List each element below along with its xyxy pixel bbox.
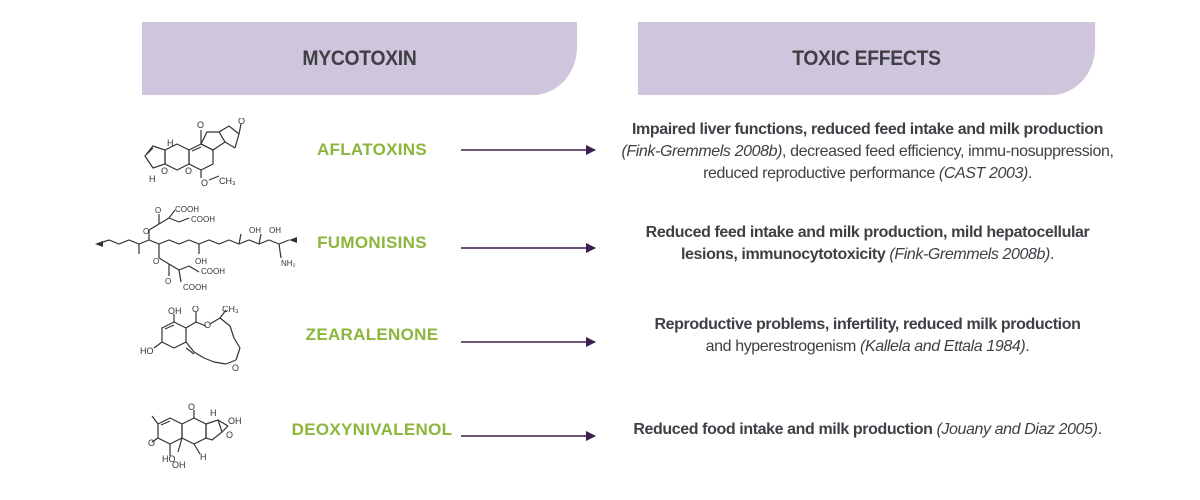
fumonisins-effect-bold: Reduced feed intake and milk production,… — [645, 224, 1090, 263]
deoxynivalenol-atom-h2: H — [200, 452, 207, 462]
deoxynivalenol-atom-oh1: OH — [228, 416, 242, 426]
zearalenone-name: ZEARALENONE — [305, 325, 439, 344]
fumonisin-atom-cooh1: COOH — [175, 205, 199, 214]
fumonisin-atom-cooh2: COOH — [191, 215, 215, 224]
zearalenone-structure-icon: OH O O CH₃ HO O — [140, 306, 241, 373]
zearalenone-atom-oh: OH — [168, 306, 182, 316]
zearalenone-effect-cite: (Kallela and Ettala 1984) — [860, 338, 1026, 355]
mycotoxin-header-label: MYCOTOXIN — [302, 46, 417, 70]
fumonisins-effect-tail: . — [1049, 246, 1054, 263]
deoxynivalenol-effect-cite: (Jouany and Diaz 2005) — [936, 421, 1098, 438]
deoxynivalenol-atom-ho: HO — [162, 454, 176, 464]
aflatoxin-atom-o4: O — [185, 166, 192, 176]
fumonisin-atom-o4: O — [165, 277, 171, 286]
aflatoxins-effect-cite-2: (CAST 2003) — [938, 165, 1028, 182]
fumonisin-atom-nh2: NH₂ — [281, 259, 296, 268]
fumonisin-atom-o2: O — [143, 227, 149, 236]
zearalenone-atom-ho: HO — [140, 346, 154, 356]
fumonisin-atom-oh2: OH — [249, 226, 261, 235]
fumonisin-atom-cooh4: COOH — [183, 283, 207, 292]
fumonisins-effects: Reduced feed intake and milk production,… — [620, 222, 1115, 266]
fumonisin-atom-oh1: OH — [195, 257, 207, 266]
aflatoxin-atom-ch3: CH₃ — [219, 176, 236, 186]
aflatoxins-name: AFLATOXINS — [316, 140, 428, 159]
deoxynivalenol-atom-h1: H — [210, 408, 217, 418]
aflatoxin-atom-o3: O — [161, 166, 168, 176]
aflatoxin-atom-o2: O — [238, 118, 245, 126]
deoxynivalenol-effect-tail: . — [1097, 421, 1102, 438]
fumonisin-atom-o3: O — [153, 257, 159, 266]
aflatoxins-effect-bold: Impaired liver functions, reduced feed i… — [632, 121, 1103, 138]
arrow-right-icon — [461, 243, 596, 253]
deoxynivalenol-name: DEOXYNIVALENOL — [291, 420, 453, 439]
aflatoxin-atom-h1: H — [167, 138, 174, 148]
mycotoxin-header: MYCOTOXIN — [141, 22, 578, 95]
aflatoxins-effect-tail: . — [1027, 165, 1032, 182]
aflatoxins-effects: Impaired liver functions, reduced feed i… — [620, 119, 1115, 185]
zearalenone-effect-tail: . — [1025, 338, 1030, 355]
fumonisin-atom-o1: O — [155, 206, 161, 215]
zearalenone-atom-ch3: CH₃ — [222, 306, 239, 314]
zearalenone-effects: Reproductive problems, infertility, redu… — [620, 314, 1115, 358]
aflatoxins-effect-cite-1: (Fink-Gremmels 2008b) — [621, 143, 782, 160]
fumonisins-name: FUMONISINS — [317, 233, 427, 252]
toxic-effects-header-label: TOXIC EFFECTS — [792, 46, 941, 70]
deoxynivalenol-effect-bold: Reduced food intake and milk production — [633, 421, 933, 438]
toxic-effects-header: TOXIC EFFECTS — [637, 22, 1096, 95]
fumonisin-structure-icon: O COOH COOH O OH OH OH NH₂ O O COOH COOH — [95, 205, 297, 292]
fumonisin-atom-oh3: OH — [269, 226, 281, 235]
aflatoxin-structure-icon: O O H H O O O CH₃ — [144, 118, 245, 188]
arrow-right-icon — [461, 337, 596, 347]
zearalenone-effect-bold: Reproductive problems, infertility, redu… — [654, 316, 1081, 333]
deoxynivalenol-atom-o1: O — [188, 402, 195, 412]
aflatoxin-atom-o5: O — [201, 178, 208, 188]
deoxynivalenol-atom-o3: O — [148, 438, 155, 448]
zearalenone-effect-plain: and hyperestrogenism — [705, 338, 857, 355]
aflatoxin-atom-h2: H — [149, 174, 156, 184]
arrow-right-icon — [461, 145, 596, 155]
zearalenone-atom-o2: O — [204, 320, 211, 330]
deoxynivalenol-effects: Reduced food intake and milk production … — [620, 419, 1115, 441]
arrow-right-icon — [461, 431, 596, 441]
aflatoxins-effect-plain: , decreased feed efficiency, immu-nosupp… — [703, 143, 1114, 182]
fumonisins-effect-cite: (Fink-Gremmels 2008b) — [889, 246, 1050, 263]
aflatoxin-atom-o1: O — [197, 120, 204, 130]
zearalenone-atom-o3: O — [232, 363, 239, 373]
fumonisin-atom-cooh3: COOH — [201, 267, 225, 276]
deoxynivalenol-atom-oh2: OH — [172, 460, 186, 470]
deoxynivalenol-structure-icon: O H OH O O HO OH H — [148, 402, 242, 470]
zearalenone-atom-o1: O — [192, 306, 199, 314]
deoxynivalenol-atom-o2: O — [226, 430, 233, 440]
